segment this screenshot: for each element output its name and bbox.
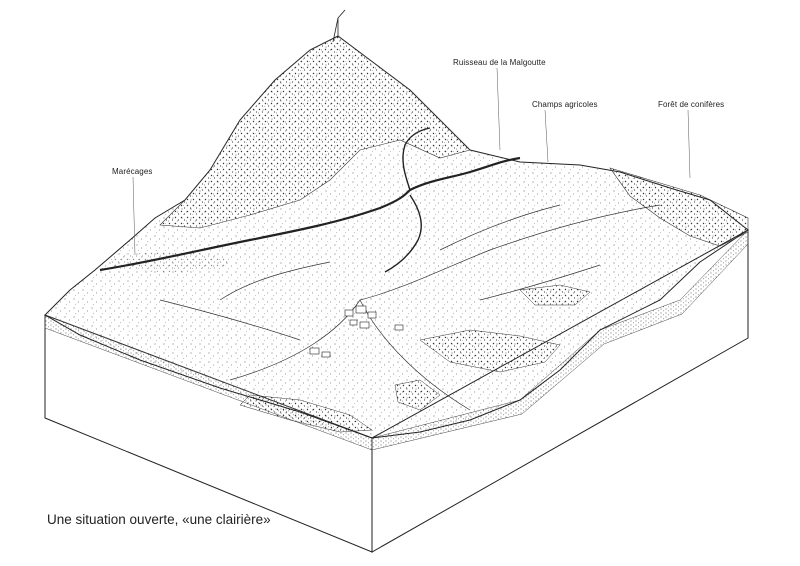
label-foret-coniferes: Forêt de conifères xyxy=(658,100,725,109)
label-leader-lines xyxy=(132,67,691,256)
label-champs-agricoles: Champs agricoles xyxy=(532,100,598,109)
label-marecages: Marécages xyxy=(112,167,153,176)
stream-path xyxy=(99,127,521,273)
label-ruisseau: Ruisseau de la Malgoutte xyxy=(453,58,546,67)
conifer-forest-right xyxy=(239,167,749,433)
wetland-area xyxy=(110,252,230,272)
wind-turbine xyxy=(332,9,346,43)
figure-caption: Une situation ouverte, «une clairière» xyxy=(47,512,271,527)
village-cluster xyxy=(309,305,404,358)
mountain-forest xyxy=(159,35,471,229)
